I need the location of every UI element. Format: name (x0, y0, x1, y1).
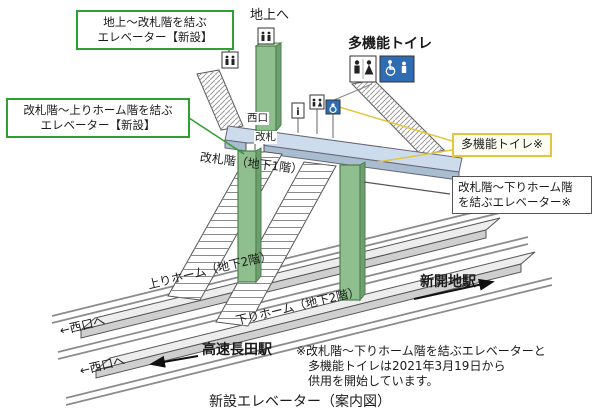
elevator-icon-ground (221, 51, 239, 69)
footnote-line3: 供用を開始しています。 (308, 374, 439, 388)
footnote-line1: ※改札階〜下りホーム階を結ぶエレベーターと (296, 344, 546, 358)
leader-up-elevator (185, 115, 245, 155)
callout-down-elevator-line1: 改札階〜下りホーム階 (458, 180, 573, 194)
label-station-kosoku-nagata: 高速長田駅 (202, 342, 272, 358)
platform-down (95, 251, 536, 379)
label-gate: 改札 (254, 131, 277, 144)
footnote: ※改札階〜下りホーム階を結ぶエレベーターと 多機能トイレは2021年3月19日か… (296, 344, 546, 389)
track-mid (57, 236, 529, 360)
arrow-to-kosoku-nagata (149, 355, 199, 368)
elevator-icon-surface (257, 27, 275, 45)
leader-legend-toilet (333, 83, 373, 101)
info-icon: i (291, 102, 305, 133)
callout-ground-elevator-line2: エレベーター【新設】 (97, 29, 213, 44)
callout-up-elevator-line2: エレベーター【新設】 (40, 117, 156, 132)
label-west-exit: 西口 (246, 112, 269, 125)
elevator-shaft-down (339, 161, 366, 302)
track-near (65, 277, 553, 406)
svg-text:i: i (296, 107, 299, 118)
callout-ground-elevator-line1: 地上〜改札階を結ぶ (103, 15, 207, 29)
callout-down-elevator: 改札階〜下りホーム階 を結ぶエレベーター※ (452, 176, 592, 214)
label-station-shinkaichi: 新開地駅 (420, 274, 476, 290)
callout-ground-elevator: 地上〜改札階を結ぶ エレベーター【新設】 (76, 10, 234, 50)
leader-down-elevator (363, 181, 451, 195)
arrow-to-shinkaichi (413, 278, 495, 300)
elevator-shaft-up (237, 147, 262, 284)
toilet-mini-icon (309, 94, 325, 134)
label-toilet-heading: 多機能トイレ (348, 36, 432, 52)
diagram-caption: 新設エレベーター（案内図） (209, 394, 391, 410)
callout-toilet: 多機能トイレ※ (452, 133, 553, 157)
callout-up-elevator-line1: 改札階〜上りホーム階を結ぶ (23, 103, 173, 117)
stairs-ground-west (196, 69, 244, 131)
callout-down-elevator-line2: を結ぶエレベーター※ (458, 194, 572, 209)
toilet-icon (349, 55, 377, 83)
footnote-line2: 多機能トイレは2021年3月19日から (308, 359, 506, 373)
label-to-ground: 地上へ (250, 8, 290, 23)
leader-toilet (335, 105, 453, 163)
callout-up-elevator: 改札階〜上りホーム階を結ぶ エレベーター【新設】 (6, 98, 190, 138)
accessible-toilet-icon (379, 55, 415, 83)
accessible-toilet-mini-icon (325, 99, 341, 138)
